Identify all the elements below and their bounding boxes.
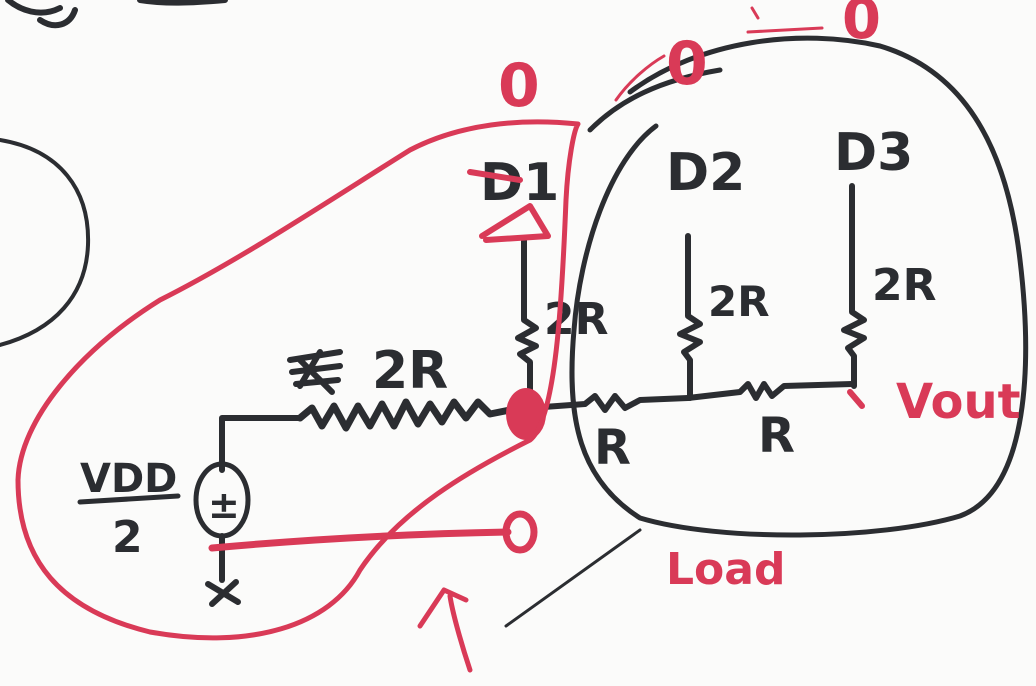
branch-resistor-3-label: 2R xyxy=(872,260,937,311)
partial-writing-top-left xyxy=(5,0,228,29)
wire-source-top xyxy=(219,415,303,473)
load-enclosure xyxy=(569,35,1029,538)
red-dash-left xyxy=(614,54,666,102)
load-label: Load xyxy=(666,544,785,595)
branch-resistor-1 xyxy=(515,237,539,413)
source-symbol: ± xyxy=(208,483,240,527)
rung-resistor-2-label: R xyxy=(758,408,795,464)
scribble-mark xyxy=(287,349,343,395)
source-label-top: VDD xyxy=(80,456,177,502)
source-label-bottom: 2 xyxy=(112,512,143,563)
branch-resistor-3 xyxy=(841,183,867,389)
red-enclosure xyxy=(15,119,581,641)
rung-resistor-1 xyxy=(527,393,691,413)
rung-resistor-1-label: R xyxy=(594,420,631,476)
series-resistor-label: 2R xyxy=(372,341,448,401)
vout-tick xyxy=(847,389,865,409)
zero-label-d3: 0 xyxy=(842,0,881,52)
red-strike-d1 xyxy=(467,169,551,243)
input-d2-label: D2 xyxy=(666,143,745,203)
zero-label-d2: 0 xyxy=(666,29,708,99)
load-enclosure-top-arc xyxy=(587,67,723,133)
ground-mark xyxy=(205,579,241,607)
red-arrow xyxy=(417,587,473,673)
fraction-bar xyxy=(77,493,181,505)
junction-node xyxy=(506,388,546,440)
partial-circle-left xyxy=(0,138,91,347)
series-resistor-2R xyxy=(296,398,524,432)
zero-label-d1: 0 xyxy=(498,51,540,121)
input-d1-label: D1 xyxy=(480,153,559,213)
input-d3-label: D3 xyxy=(834,123,913,183)
output-label: Vout xyxy=(896,374,1021,430)
red-wire-bottom xyxy=(208,528,512,552)
red-dash-top xyxy=(746,6,824,34)
zero-terminal-bottom xyxy=(502,510,538,554)
branch-resistor-2 xyxy=(677,233,703,401)
load-pointer-line xyxy=(504,528,642,628)
rung-resistor-2 xyxy=(685,381,855,401)
branch-resistor-2-label: 2R xyxy=(708,277,770,326)
